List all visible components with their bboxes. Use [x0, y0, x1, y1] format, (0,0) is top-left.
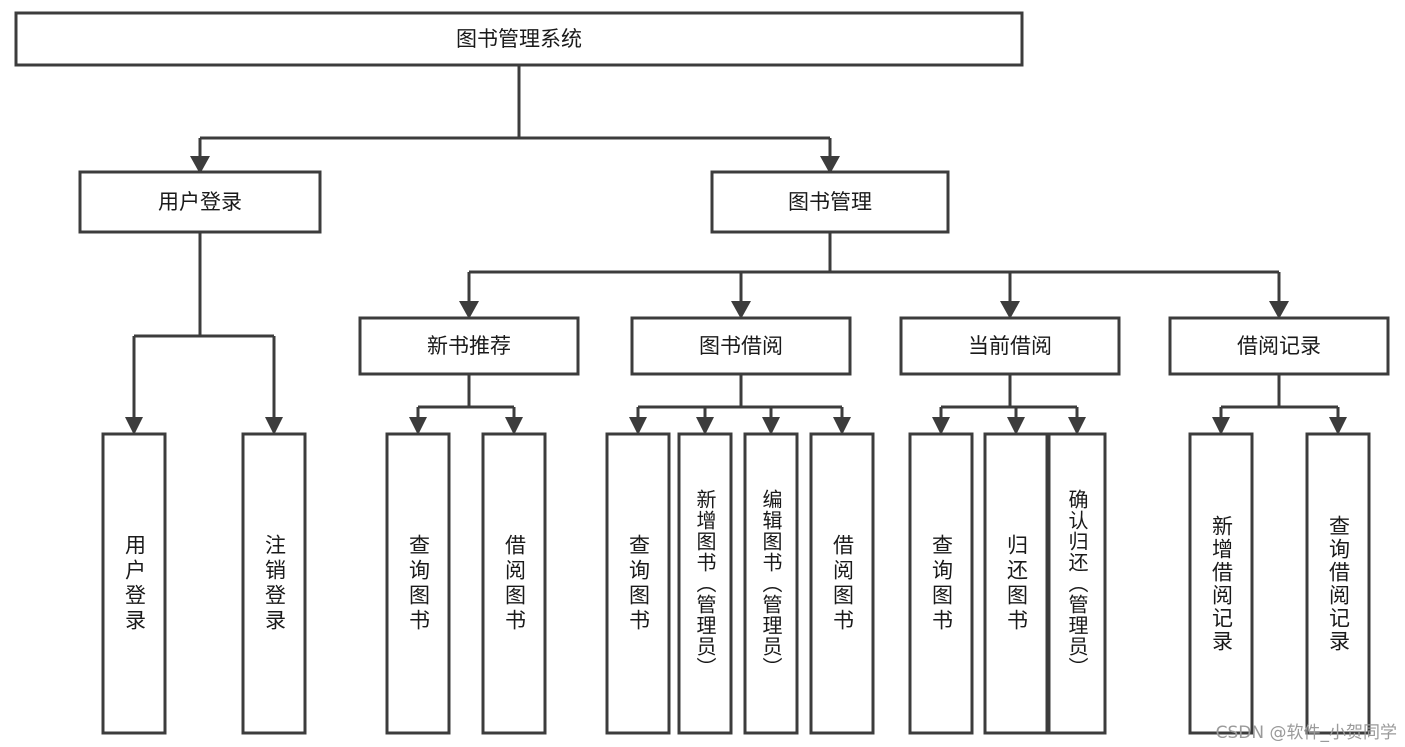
arrow-head-book-borrow: [731, 301, 751, 319]
node-root[interactable]: 图书管理系统: [14, 11, 1024, 67]
leaf-return-book-box[interactable]: [983, 432, 1049, 735]
arrow-head-leaf-borrow-book-2: [833, 417, 851, 435]
node-current-borrow[interactable]: 当前借阅: [899, 316, 1121, 376]
arrow-head-book-manage: [820, 156, 840, 174]
arrow-head-leaf-query-book-1: [409, 417, 427, 435]
arrow-head-leaf-edit-book: [762, 417, 780, 435]
node-book-borrow-label: 图书借阅: [699, 334, 783, 358]
arrow-head-leaf-logout: [265, 417, 283, 435]
connector-group-new-book-rec: [409, 374, 523, 435]
leaf-query-book-2-box[interactable]: [605, 432, 671, 735]
arrow-head-leaf-add-record: [1212, 417, 1230, 435]
arrow-head-leaf-query-record: [1329, 417, 1347, 435]
leaf-add-book-box[interactable]: [677, 432, 733, 735]
connector-group-current-borrow: [932, 374, 1086, 435]
node-borrow-record[interactable]: 借阅记录: [1168, 316, 1390, 376]
connector-group-book-borrow: [629, 374, 851, 435]
node-current-borrow-label: 当前借阅: [968, 334, 1052, 358]
arrow-head-leaf-return-book: [1007, 417, 1025, 435]
node-new-book-rec-label: 新书推荐: [427, 334, 511, 358]
node-book-manage[interactable]: 图书管理: [710, 170, 950, 234]
node-borrow-record-box[interactable]: [1168, 316, 1390, 376]
leaf-edit-book-box[interactable]: [743, 432, 799, 735]
leaf-user-login-box[interactable]: [101, 432, 167, 735]
leaf-add-record-box[interactable]: [1188, 432, 1254, 735]
arrow-head-leaf-borrow-book-1: [505, 417, 523, 435]
leaf-borrow-book-1-box[interactable]: [481, 432, 547, 735]
arrow-head-user-login: [190, 156, 210, 174]
node-book-borrow[interactable]: 图书借阅: [630, 316, 852, 376]
leaf-confirm-return-box[interactable]: [1047, 432, 1107, 735]
arrow-head-leaf-query-book-2: [629, 417, 647, 435]
node-book-borrow-box[interactable]: [630, 316, 852, 376]
arrow-head-leaf-query-book-3: [932, 417, 950, 435]
connector-group-user-login: [125, 232, 283, 435]
leaf-query-record-box[interactable]: [1305, 432, 1371, 735]
node-user-login[interactable]: 用户登录: [78, 170, 322, 234]
connector-group-root: [190, 65, 840, 174]
leaf-logout-box[interactable]: [241, 432, 307, 735]
node-user-login-box[interactable]: [78, 170, 322, 234]
node-book-manage-box[interactable]: [710, 170, 950, 234]
leaf-boxes: [101, 432, 1371, 735]
node-root-box[interactable]: [14, 11, 1024, 67]
leaf-borrow-book-2-box[interactable]: [809, 432, 875, 735]
node-borrow-record-label: 借阅记录: [1237, 334, 1321, 358]
connector-group-book-manage: [459, 232, 1289, 319]
leaf-query-book-3-box[interactable]: [908, 432, 974, 735]
node-root-label: 图书管理系统: [456, 27, 582, 51]
arrow-head-leaf-user-login: [125, 417, 143, 435]
node-current-borrow-box[interactable]: [899, 316, 1121, 376]
csdn-watermark: CSDN @软件_小贺同学: [1215, 723, 1397, 743]
arrow-head-leaf-confirm-return: [1068, 417, 1086, 435]
arrow-head-current-borrow: [1000, 301, 1020, 319]
arrow-head-leaf-add-book: [696, 417, 714, 435]
arrow-head-new-book-rec: [459, 301, 479, 319]
node-user-login-label: 用户登录: [158, 190, 242, 214]
arrow-head-borrow-record: [1269, 301, 1289, 319]
connector-group-borrow-record: [1212, 374, 1347, 435]
node-book-manage-label: 图书管理: [788, 190, 872, 214]
leaf-query-book-1-box[interactable]: [385, 432, 451, 735]
node-new-book-rec[interactable]: 新书推荐: [358, 316, 580, 376]
node-new-book-rec-box[interactable]: [358, 316, 580, 376]
